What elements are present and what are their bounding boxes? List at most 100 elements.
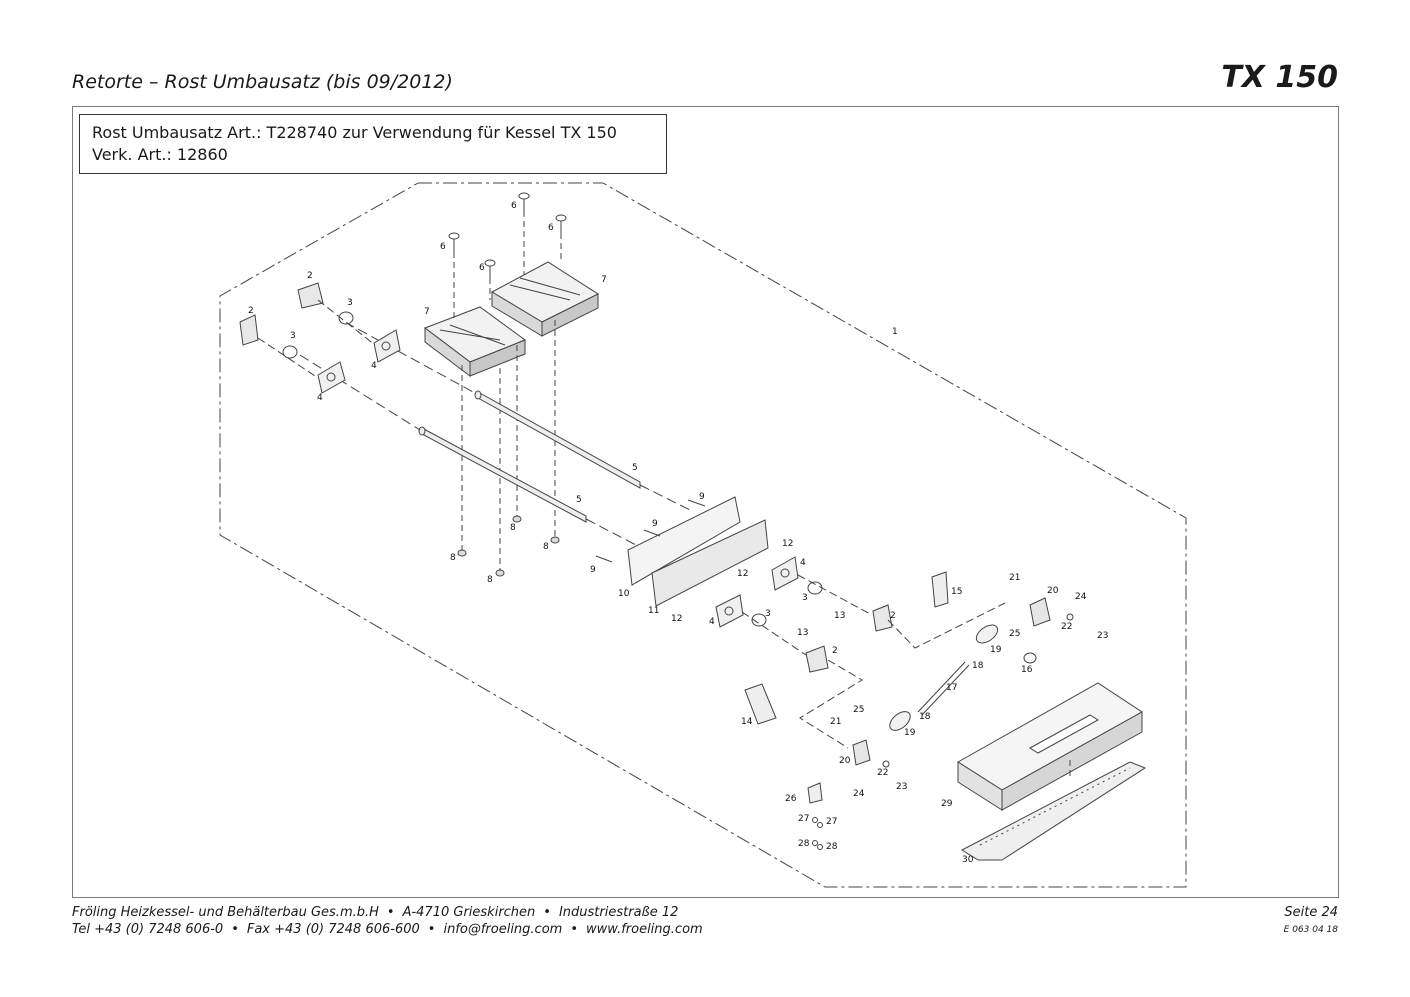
footer-bullet: •: [386, 905, 395, 920]
callout: 3: [347, 298, 353, 308]
bracket-2-right: [805, 604, 893, 673]
callout: 22: [1061, 622, 1072, 632]
callout: 4: [709, 617, 715, 627]
side-plate-11: [651, 519, 769, 607]
callout: 6: [440, 242, 446, 252]
drawing-frame: [72, 106, 1339, 898]
linkage-20-upper: [1029, 597, 1051, 627]
footer-bullet: •: [543, 905, 551, 920]
info-line-1: Rost Umbausatz Art.: T228740 zur Verwend…: [92, 123, 617, 142]
footer-email[interactable]: info@froeling.com: [443, 922, 563, 937]
callout: 21: [830, 717, 841, 727]
callout: 28: [826, 842, 838, 852]
clevis-19-lower: [889, 711, 911, 731]
callout: 27: [798, 814, 809, 824]
callout: 8: [543, 542, 549, 552]
callout: 19: [990, 645, 1002, 655]
callout: 20: [1047, 586, 1059, 596]
callout: 6: [479, 263, 485, 273]
bushing-3-left-b: [338, 311, 354, 325]
callout: 21: [1009, 573, 1020, 583]
footer-tel: Tel +43 (0) 7248 606-0: [72, 922, 224, 937]
flange-4-left-a: [317, 361, 346, 394]
flange-4-right-b: [715, 594, 744, 628]
cover-29: [957, 682, 1143, 811]
footer-bullet: •: [570, 922, 578, 937]
bolt-6a: [448, 232, 460, 252]
washer-22: [882, 613, 1074, 768]
page-title: Retorte – Rost Umbausatz (bis 09/2012): [72, 71, 453, 93]
callout: 12: [671, 614, 682, 624]
bolt-6c: [518, 192, 530, 211]
callout: 9: [652, 519, 658, 529]
bracket-15: [931, 571, 949, 608]
flange-4-left-b: [373, 329, 401, 363]
page-number: Seite 24: [1284, 905, 1338, 920]
callout: 2: [248, 306, 254, 316]
screw-9: [595, 499, 706, 563]
callout: 11: [648, 606, 659, 616]
footer-web[interactable]: www.froeling.com: [586, 922, 703, 937]
bolt-6d: [555, 214, 567, 233]
part-callouts: 1 2 2 2 2 3 3 3 3 4 4 4 4 5 5 6 6 6 6 7 …: [248, 201, 1108, 865]
flange-4-right-a: [771, 556, 799, 591]
model-title: TX 150: [1221, 60, 1338, 95]
callout: 2: [890, 611, 896, 621]
doc-code: E 063 04 18: [1283, 925, 1338, 935]
footer-bullet: •: [427, 922, 436, 937]
callout: 13: [834, 611, 845, 621]
bushing-3-right: [751, 581, 823, 627]
callout: 4: [800, 558, 806, 568]
callout: 6: [511, 201, 517, 211]
callout: 30: [962, 855, 974, 865]
callout: 29: [941, 799, 953, 809]
callout: 7: [601, 275, 607, 285]
callout: 9: [699, 492, 705, 502]
bracket-14: [744, 683, 777, 725]
callout: 8: [450, 553, 456, 563]
callout: 7: [424, 307, 430, 317]
callout: 2: [307, 271, 313, 281]
callout: 3: [290, 331, 296, 341]
callout: 27: [826, 817, 837, 827]
footer-line-1: Fröling Heizkessel- und Behälterbau Ges.…: [72, 905, 678, 920]
callout: 24: [853, 789, 865, 799]
callout: 9: [590, 565, 596, 575]
callout: 1: [892, 327, 898, 337]
info-box: Rost Umbausatz Art.: T228740 zur Verwend…: [79, 114, 667, 174]
callout: 8: [487, 575, 493, 585]
grate-plate-left: [423, 306, 527, 378]
callout: 3: [765, 609, 771, 619]
callout: 2: [832, 646, 838, 656]
callout: 4: [371, 361, 377, 371]
shaft-lower: [418, 426, 587, 523]
callout: 20: [839, 756, 851, 766]
callout: 25: [853, 705, 864, 715]
callout: 8: [510, 523, 516, 533]
callout: 15: [951, 587, 962, 597]
bracket-2-left-b: [297, 282, 324, 309]
callout: 26: [785, 794, 797, 804]
fasteners-27-28: [812, 817, 823, 850]
footer-bullet: •: [231, 922, 239, 937]
callout: 25: [1009, 629, 1020, 639]
assembly-boundary: [219, 182, 1187, 888]
grate-plate-right: [490, 261, 600, 337]
callout: 12: [782, 539, 793, 549]
footer-line-2: Tel +43 (0) 7248 606-0•Fax +43 (0) 7248 …: [72, 922, 703, 937]
nut-8: [457, 515, 560, 577]
clip-26: [807, 782, 823, 804]
linkage-20-lower: [852, 739, 871, 766]
callout: 3: [802, 593, 808, 603]
cap-16: [1023, 652, 1037, 664]
clevis-19-upper: [975, 624, 999, 644]
callout: 28: [798, 839, 810, 849]
callout: 5: [576, 495, 582, 505]
footer-street: Industriestraße 12: [558, 905, 679, 920]
rod-17: [917, 661, 970, 716]
callout: 23: [1097, 631, 1108, 641]
bolt-6b: [484, 259, 496, 278]
callout: 6: [548, 223, 554, 233]
callout: 10: [618, 589, 630, 599]
rail-30: [960, 761, 1147, 861]
